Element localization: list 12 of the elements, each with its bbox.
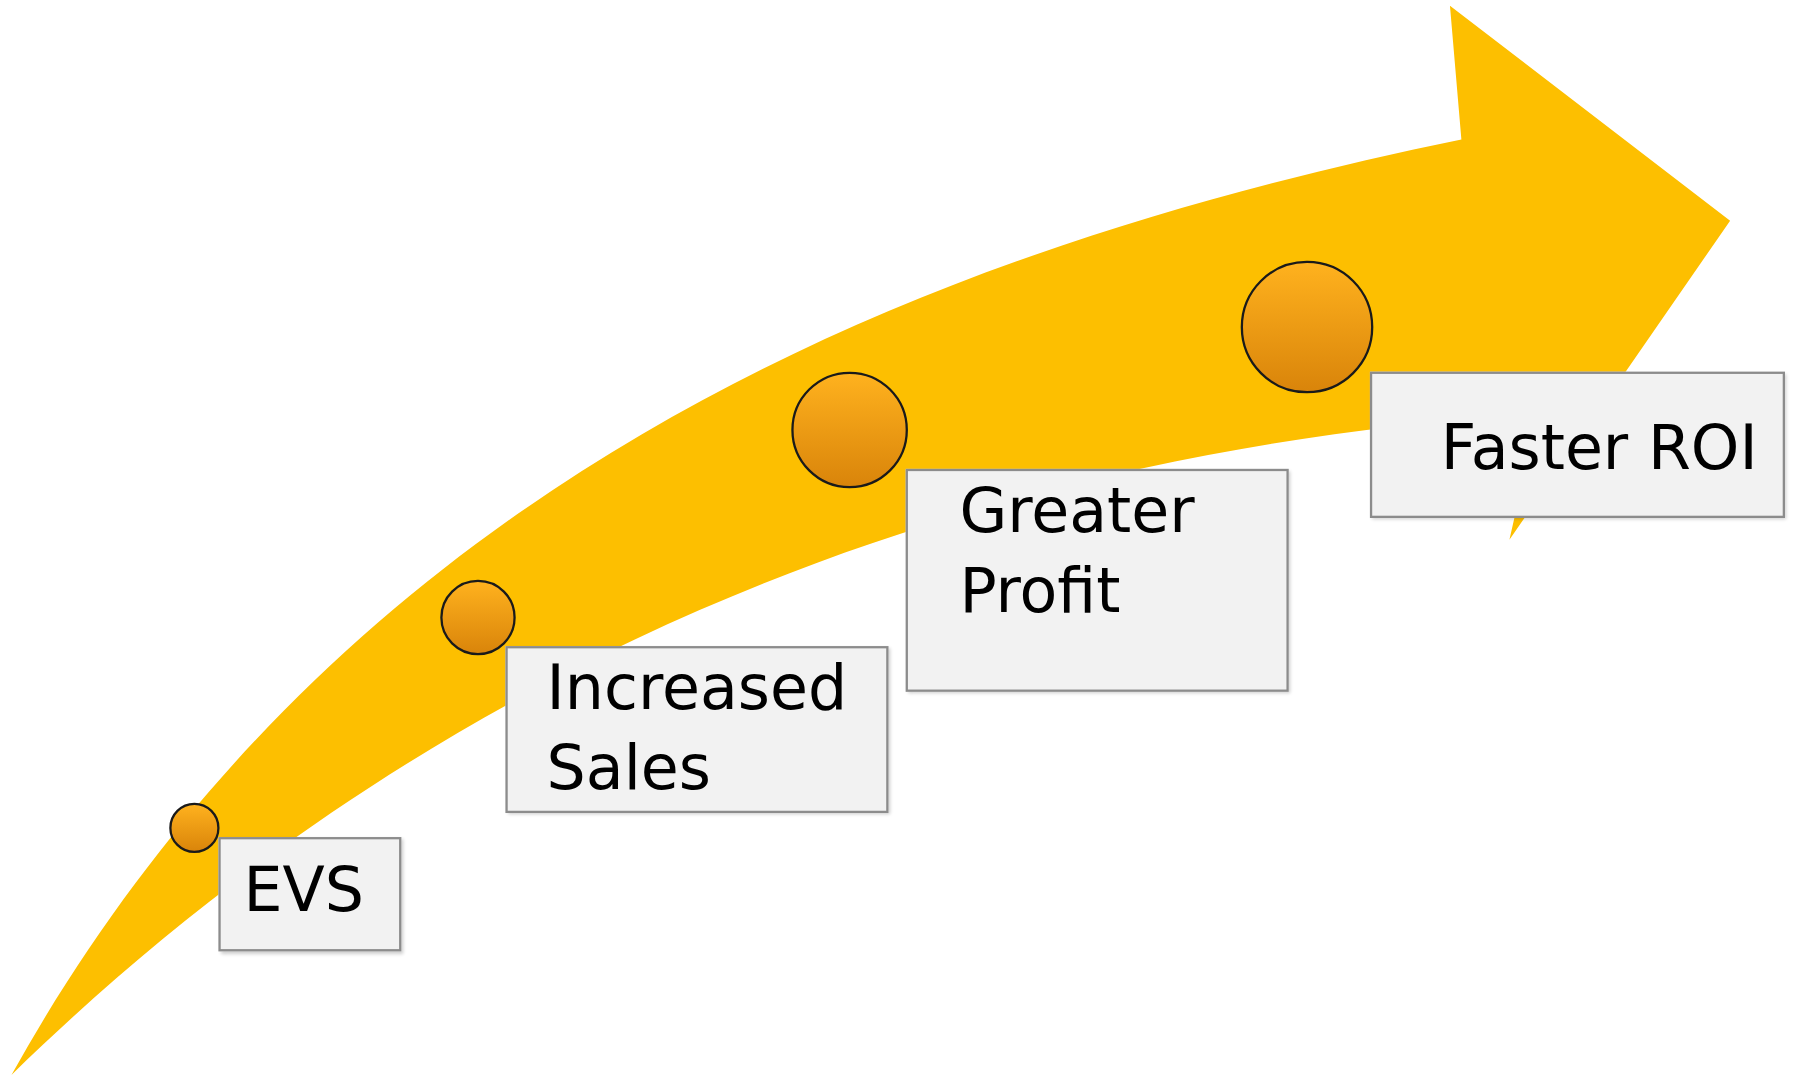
box-label: EVS <box>243 853 366 929</box>
box-label: Increased Sales <box>546 650 849 806</box>
circle-marker <box>169 802 220 854</box>
text-box <box>505 646 889 814</box>
text-box <box>905 468 1289 692</box>
circle-marker <box>1240 260 1374 394</box>
box-label: Faster ROI <box>1440 410 1759 486</box>
text-box <box>218 837 402 952</box>
text-box <box>1369 371 1785 518</box>
circle-marker <box>440 579 516 656</box>
box-label: Greater Profit <box>959 473 1196 629</box>
circle-marker <box>791 371 908 489</box>
